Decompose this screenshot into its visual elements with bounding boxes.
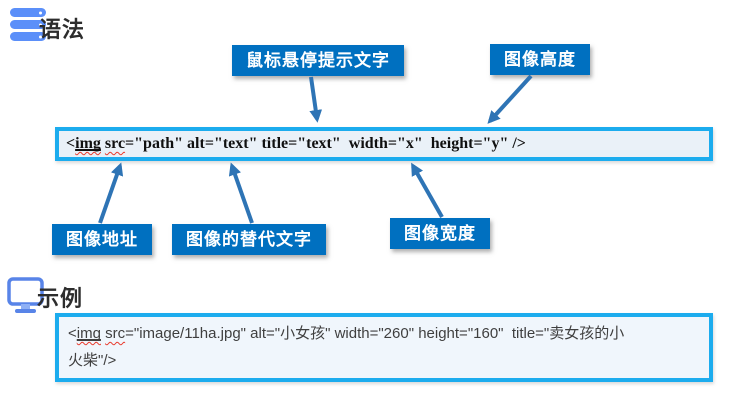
example-code-line2: 火柴"/> <box>68 352 117 369</box>
example-heading: 示例 <box>37 286 84 311</box>
monitor-icon <box>7 277 44 313</box>
arrow-alt-to-code <box>228 162 254 224</box>
syntax-code-lt: < <box>66 135 76 152</box>
example-code-img-token: img <box>76 325 101 342</box>
example-code-src-token: src <box>105 325 126 342</box>
syntax-code-rest: ="path" alt="text" title="text" width="x… <box>125 135 526 152</box>
example-code-line1: <img src="image/11ha.jpg" alt="小女孩" widt… <box>68 325 625 342</box>
label-image-alt: 图像的替代文字 <box>172 224 326 255</box>
label-image-width: 图像宽度 <box>390 218 490 249</box>
arrow-width-to-code <box>411 162 444 218</box>
arrow-src-to-code <box>98 162 124 224</box>
example-code-box: <img src="image/11ha.jpg" alt="小女孩" widt… <box>55 313 713 382</box>
syntax-code-img-token: img <box>75 135 101 152</box>
syntax-code-src-token: src <box>104 135 126 152</box>
label-image-src: 图像地址 <box>52 224 152 255</box>
syntax-heading: 语法 <box>39 17 86 42</box>
label-image-height: 图像高度 <box>490 44 590 75</box>
example-code-rest: ="image/11ha.jpg" alt="小女孩" width="260" … <box>125 325 625 342</box>
server-bars-icon <box>10 8 46 41</box>
arrow-height-to-code <box>487 74 533 124</box>
label-title-tooltip: 鼠标悬停提示文字 <box>232 45 404 76</box>
arrow-title-to-code <box>309 76 323 123</box>
syntax-code-box: <img src="path" alt="text" title="text" … <box>55 127 713 161</box>
